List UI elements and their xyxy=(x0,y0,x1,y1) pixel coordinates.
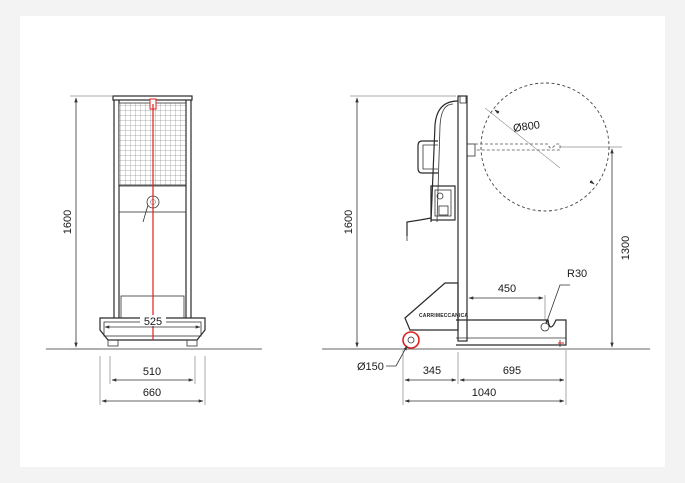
front-crank-arm xyxy=(142,204,149,223)
side-overall-length-label: 1040 xyxy=(472,387,496,399)
front-height-label: 1600 xyxy=(62,210,74,234)
side-crank-handle xyxy=(406,217,432,236)
side-wheel-diameter-label: Ø150 xyxy=(357,361,384,373)
side-radius-leader xyxy=(545,284,570,325)
side-view: Ø800 CARRIMECCANICA 1600 1300 450 R30 Ø1… xyxy=(322,82,650,405)
side-strap-curve xyxy=(430,100,459,223)
front-right-wheel xyxy=(186,339,198,347)
side-fork-span-label: 695 xyxy=(503,365,521,377)
side-push-handle xyxy=(417,140,438,174)
side-fork-tip xyxy=(540,322,550,332)
side-wheel-leader xyxy=(386,345,408,367)
side-rear-offset-label: 345 xyxy=(423,365,441,377)
side-height-label: 1600 xyxy=(343,210,355,234)
side-fork-lower xyxy=(456,319,567,346)
side-wheel-housing xyxy=(404,282,459,331)
front-view: 1600 525 510 660 xyxy=(46,95,262,405)
front-overall-width-label: 660 xyxy=(143,387,161,399)
side-roll-diameter-label: Ø800 xyxy=(512,119,540,135)
side-mast xyxy=(457,95,468,342)
side-fork-length-label: 450 xyxy=(498,283,516,295)
side-winch-box xyxy=(430,185,456,221)
drawing-card xyxy=(20,16,665,467)
side-wheel xyxy=(402,331,420,349)
side-brand-text: CARRIMECCANICA xyxy=(419,313,468,319)
side-radius-label: R30 xyxy=(567,268,587,280)
front-inner-width-label: 525 xyxy=(144,316,162,328)
front-base-width-label: 510 xyxy=(143,366,161,378)
front-left-wheel xyxy=(107,339,119,347)
side-lift-height-label: 1300 xyxy=(620,236,632,260)
side-raised-fork xyxy=(474,143,561,151)
